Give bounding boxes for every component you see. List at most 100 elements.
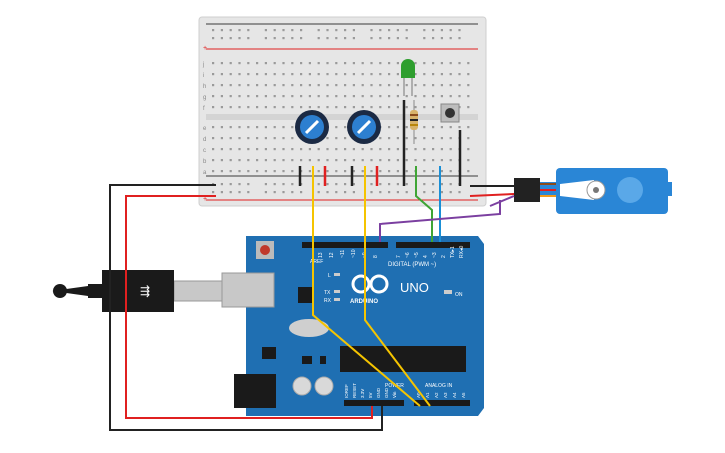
breadboard-hole <box>388 29 391 32</box>
breadboard-hole <box>229 170 232 173</box>
breadboard-hole <box>344 62 347 65</box>
breadboard-hole <box>220 106 223 109</box>
usb-port[interactable] <box>221 272 275 308</box>
breadboard-hole <box>256 62 259 65</box>
breadboard-hole <box>256 148 259 151</box>
breadboard-hole <box>291 148 294 151</box>
breadboard-hole <box>229 106 232 109</box>
breadboard-hole <box>432 126 435 129</box>
breadboard-hole <box>335 170 338 173</box>
breadboard-hole <box>405 95 408 98</box>
breadboard-hole <box>247 95 250 98</box>
breadboard-hole <box>256 95 259 98</box>
breadboard-hole <box>449 84 452 87</box>
breadboard-hole <box>414 137 417 140</box>
power-pin-label: Vin <box>392 391 397 398</box>
breadboard-hole <box>379 106 382 109</box>
breadboard-hole <box>449 170 452 173</box>
breadboard-hole <box>326 62 329 65</box>
breadboard-hole <box>326 37 329 40</box>
breadboard-hole <box>273 84 276 87</box>
breadboard-hole <box>396 170 399 173</box>
resistor[interactable] <box>410 100 418 144</box>
breadboard-hole <box>291 95 294 98</box>
breadboard-hole <box>317 106 320 109</box>
analog-label: ANALOG IN <box>425 383 453 389</box>
breadboard-hole <box>414 73 417 76</box>
pushbutton[interactable] <box>440 103 460 123</box>
breadboard-hole <box>335 37 338 40</box>
breadboard-hole <box>256 126 259 129</box>
breadboard-hole <box>388 62 391 65</box>
breadboard-hole <box>352 159 355 162</box>
breadboard-hole <box>396 73 399 76</box>
svg-text:i: i <box>203 73 204 79</box>
breadboard-hole <box>256 137 259 140</box>
breadboard-hole <box>238 126 241 129</box>
breadboard-hole <box>229 37 232 40</box>
breadboard-hole <box>317 170 320 173</box>
digital-pin-label: ~6 <box>405 252 411 258</box>
breadboard-hole <box>273 159 276 162</box>
breadboard-hole <box>440 62 443 65</box>
breadboard-hole <box>370 170 373 173</box>
breadboard-hole <box>291 191 294 194</box>
breadboard-hole <box>379 137 382 140</box>
breadboard-hole <box>352 37 355 40</box>
reset-button[interactable] <box>256 241 274 259</box>
breadboard-hole <box>361 84 364 87</box>
breadboard-hole <box>423 37 426 40</box>
digital-pin-label: 4 <box>423 255 429 258</box>
breadboard-hole <box>405 159 408 162</box>
breadboard-hole <box>335 84 338 87</box>
breadboard-hole <box>282 106 285 109</box>
svg-text:b: b <box>203 159 207 165</box>
potentiometer-2[interactable] <box>347 110 381 144</box>
digital-pin-label: ~5 <box>414 252 420 258</box>
breadboard-hole <box>379 170 382 173</box>
digital-pin-label: 13 <box>318 252 324 258</box>
breadboard-hole <box>212 37 215 40</box>
breadboard-hole <box>238 95 241 98</box>
breadboard-hole <box>282 29 285 32</box>
svg-text:h: h <box>203 84 206 90</box>
servo-motor[interactable] <box>514 168 672 214</box>
breadboard-hole <box>300 191 303 194</box>
breadboard-hole <box>423 126 426 129</box>
breadboard-hole <box>458 84 461 87</box>
digital-header-right <box>396 242 470 248</box>
led-tx-label: TX <box>324 290 331 296</box>
breadboard-hole <box>449 159 452 162</box>
breadboard-hole <box>405 148 408 151</box>
breadboard-hole <box>432 84 435 87</box>
green-led[interactable] <box>401 59 415 96</box>
breadboard-hole <box>388 126 391 129</box>
breadboard-hole <box>264 29 267 32</box>
breadboard-hole <box>220 159 223 162</box>
breadboard-hole <box>247 159 250 162</box>
breadboard-hole <box>220 37 223 40</box>
wires <box>109 166 515 431</box>
breadboard-hole <box>423 29 426 32</box>
breadboard-hole <box>273 137 276 140</box>
breadboard-hole <box>388 148 391 151</box>
breadboard-hole <box>282 126 285 129</box>
breadboard-hole <box>291 73 294 76</box>
power-jack[interactable] <box>234 374 276 408</box>
potentiometer-1[interactable] <box>295 110 329 144</box>
breadboard-hole <box>449 148 452 151</box>
usb-chip <box>298 287 314 303</box>
breadboard-hole <box>229 84 232 87</box>
breadboard-hole <box>220 183 223 186</box>
breadboard-hole <box>352 106 355 109</box>
breadboard-hole <box>361 73 364 76</box>
svg-text:c: c <box>203 148 206 154</box>
breadboard-hole <box>273 148 276 151</box>
breadboard-hole <box>326 137 329 140</box>
svg-text:f: f <box>203 106 205 112</box>
breadboard-hole <box>220 84 223 87</box>
breadboard-hole <box>344 106 347 109</box>
breadboard-hole <box>212 106 215 109</box>
model-label: UNO <box>400 280 429 295</box>
